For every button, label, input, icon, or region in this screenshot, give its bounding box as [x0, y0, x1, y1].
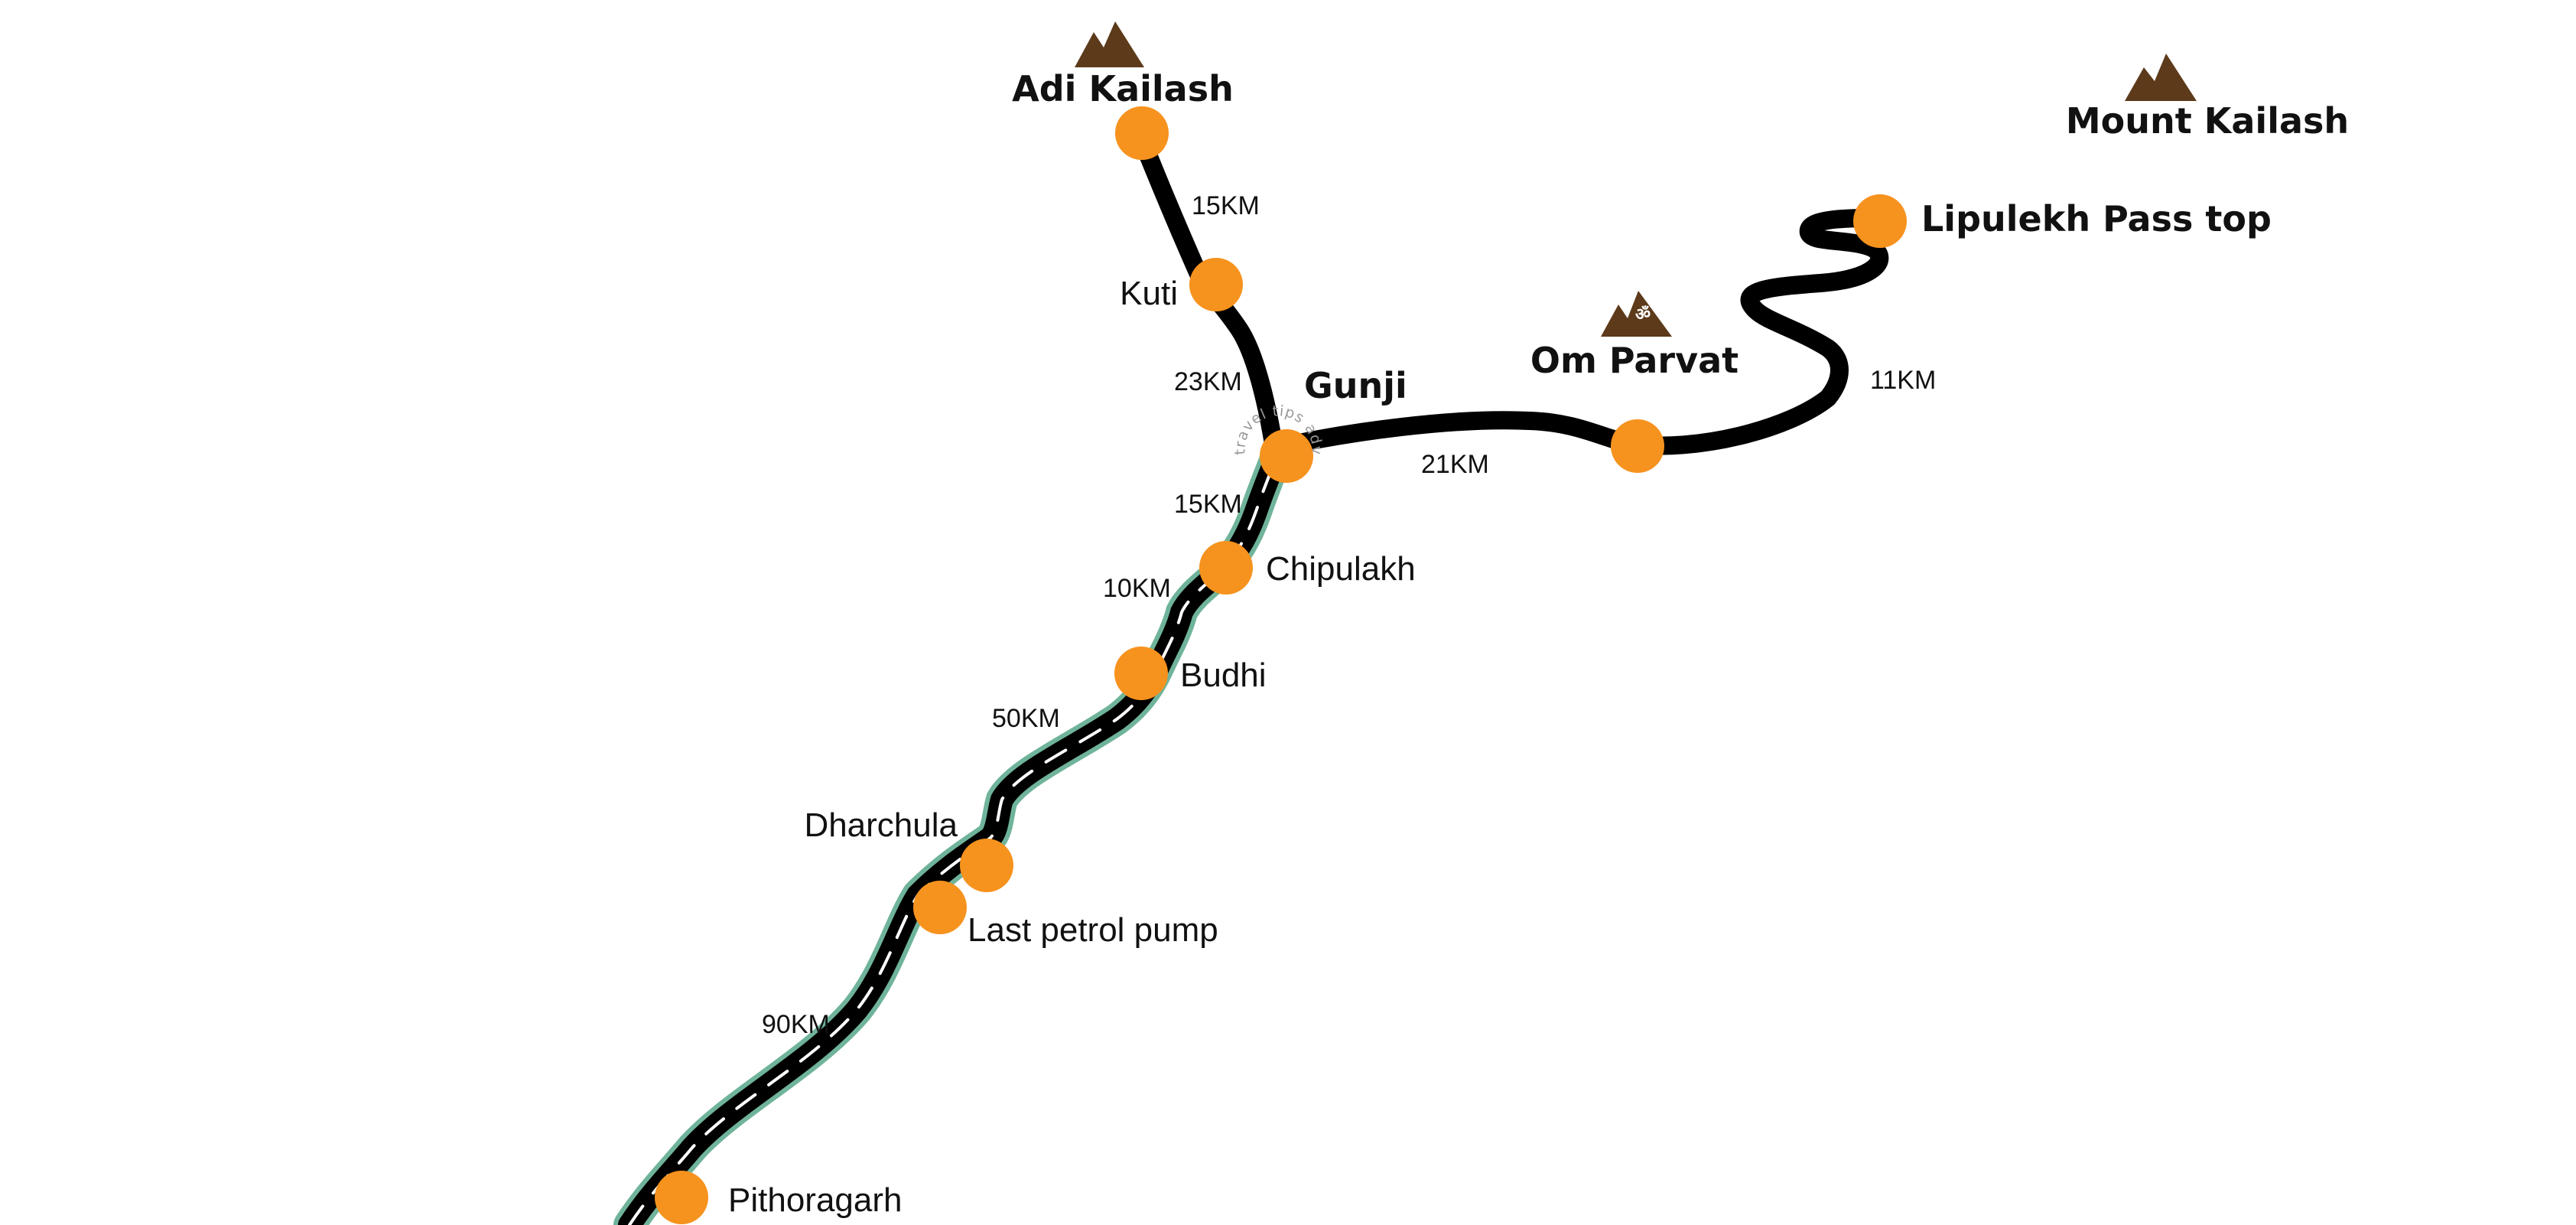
- stop-marker-chipulakh: [1199, 541, 1253, 595]
- peak-label-om-parvat: Om Parvat: [1530, 340, 1738, 381]
- place-label-budhi: Budhi: [1180, 656, 1267, 694]
- stop-marker-om-parvat: [1611, 419, 1664, 473]
- distance-label-om-parvat-lipulekh: 11KM: [1870, 366, 1936, 395]
- stop-markers: [655, 106, 1907, 1224]
- distance-label-adi-kailash-kuti: 15KM: [1192, 191, 1260, 220]
- place-label-lipulekh: Lipulekh Pass top: [1921, 198, 2272, 239]
- stop-marker-gunji: [1260, 429, 1313, 483]
- place-label-kuti: Kuti: [1120, 275, 1178, 312]
- distance-label-gunji-om-parvat: 21KM: [1421, 450, 1489, 479]
- distance-label-chipulakh-budhi: 10KM: [1103, 574, 1171, 603]
- stop-marker-adi-kailash: [1115, 106, 1169, 160]
- stop-marker-budhi: [1114, 647, 1168, 700]
- mountain-icon-mount-kailash: [2125, 54, 2197, 101]
- mountain-icon-adi-kailash: [1075, 21, 1144, 67]
- place-label-pithoragarh: Pithoragarh: [728, 1181, 902, 1219]
- stop-marker-dharchula: [960, 839, 1013, 892]
- place-label-gunji: Gunji: [1304, 365, 1407, 406]
- place-label-dharchula: Dharchula: [804, 806, 958, 844]
- distance-label-budhi-dharchula: 50KM: [992, 704, 1060, 733]
- stop-marker-kuti: [1189, 258, 1243, 311]
- stop-marker-pithoragarh: [655, 1171, 708, 1224]
- distance-label-kuti-gunji: 23KM: [1174, 367, 1242, 396]
- place-label-chipulakh: Chipulakh: [1266, 550, 1416, 588]
- peak-label-mount-kailash: Mount Kailash: [2066, 100, 2349, 142]
- mountain-icon-om-parvat: ॐ: [1601, 291, 1672, 337]
- stop-marker-last-petrol-pump: [913, 881, 967, 934]
- distance-label-pithoragarh-petrol-pump: 90KM: [762, 1010, 830, 1039]
- place-label-last-petrol-pump: Last petrol pump: [968, 911, 1218, 949]
- om-symbol-icon: ॐ: [1635, 305, 1651, 324]
- stop-marker-lipulekh: [1853, 194, 1907, 248]
- peak-label-adi-kailash: Adi Kailash: [1012, 68, 1234, 109]
- road-gunji-lipulekh: [1268, 209, 1889, 457]
- distance-label-gunji-chipulakh: 15KM: [1174, 490, 1242, 519]
- paved-road-lane-marking: [628, 454, 1279, 1225]
